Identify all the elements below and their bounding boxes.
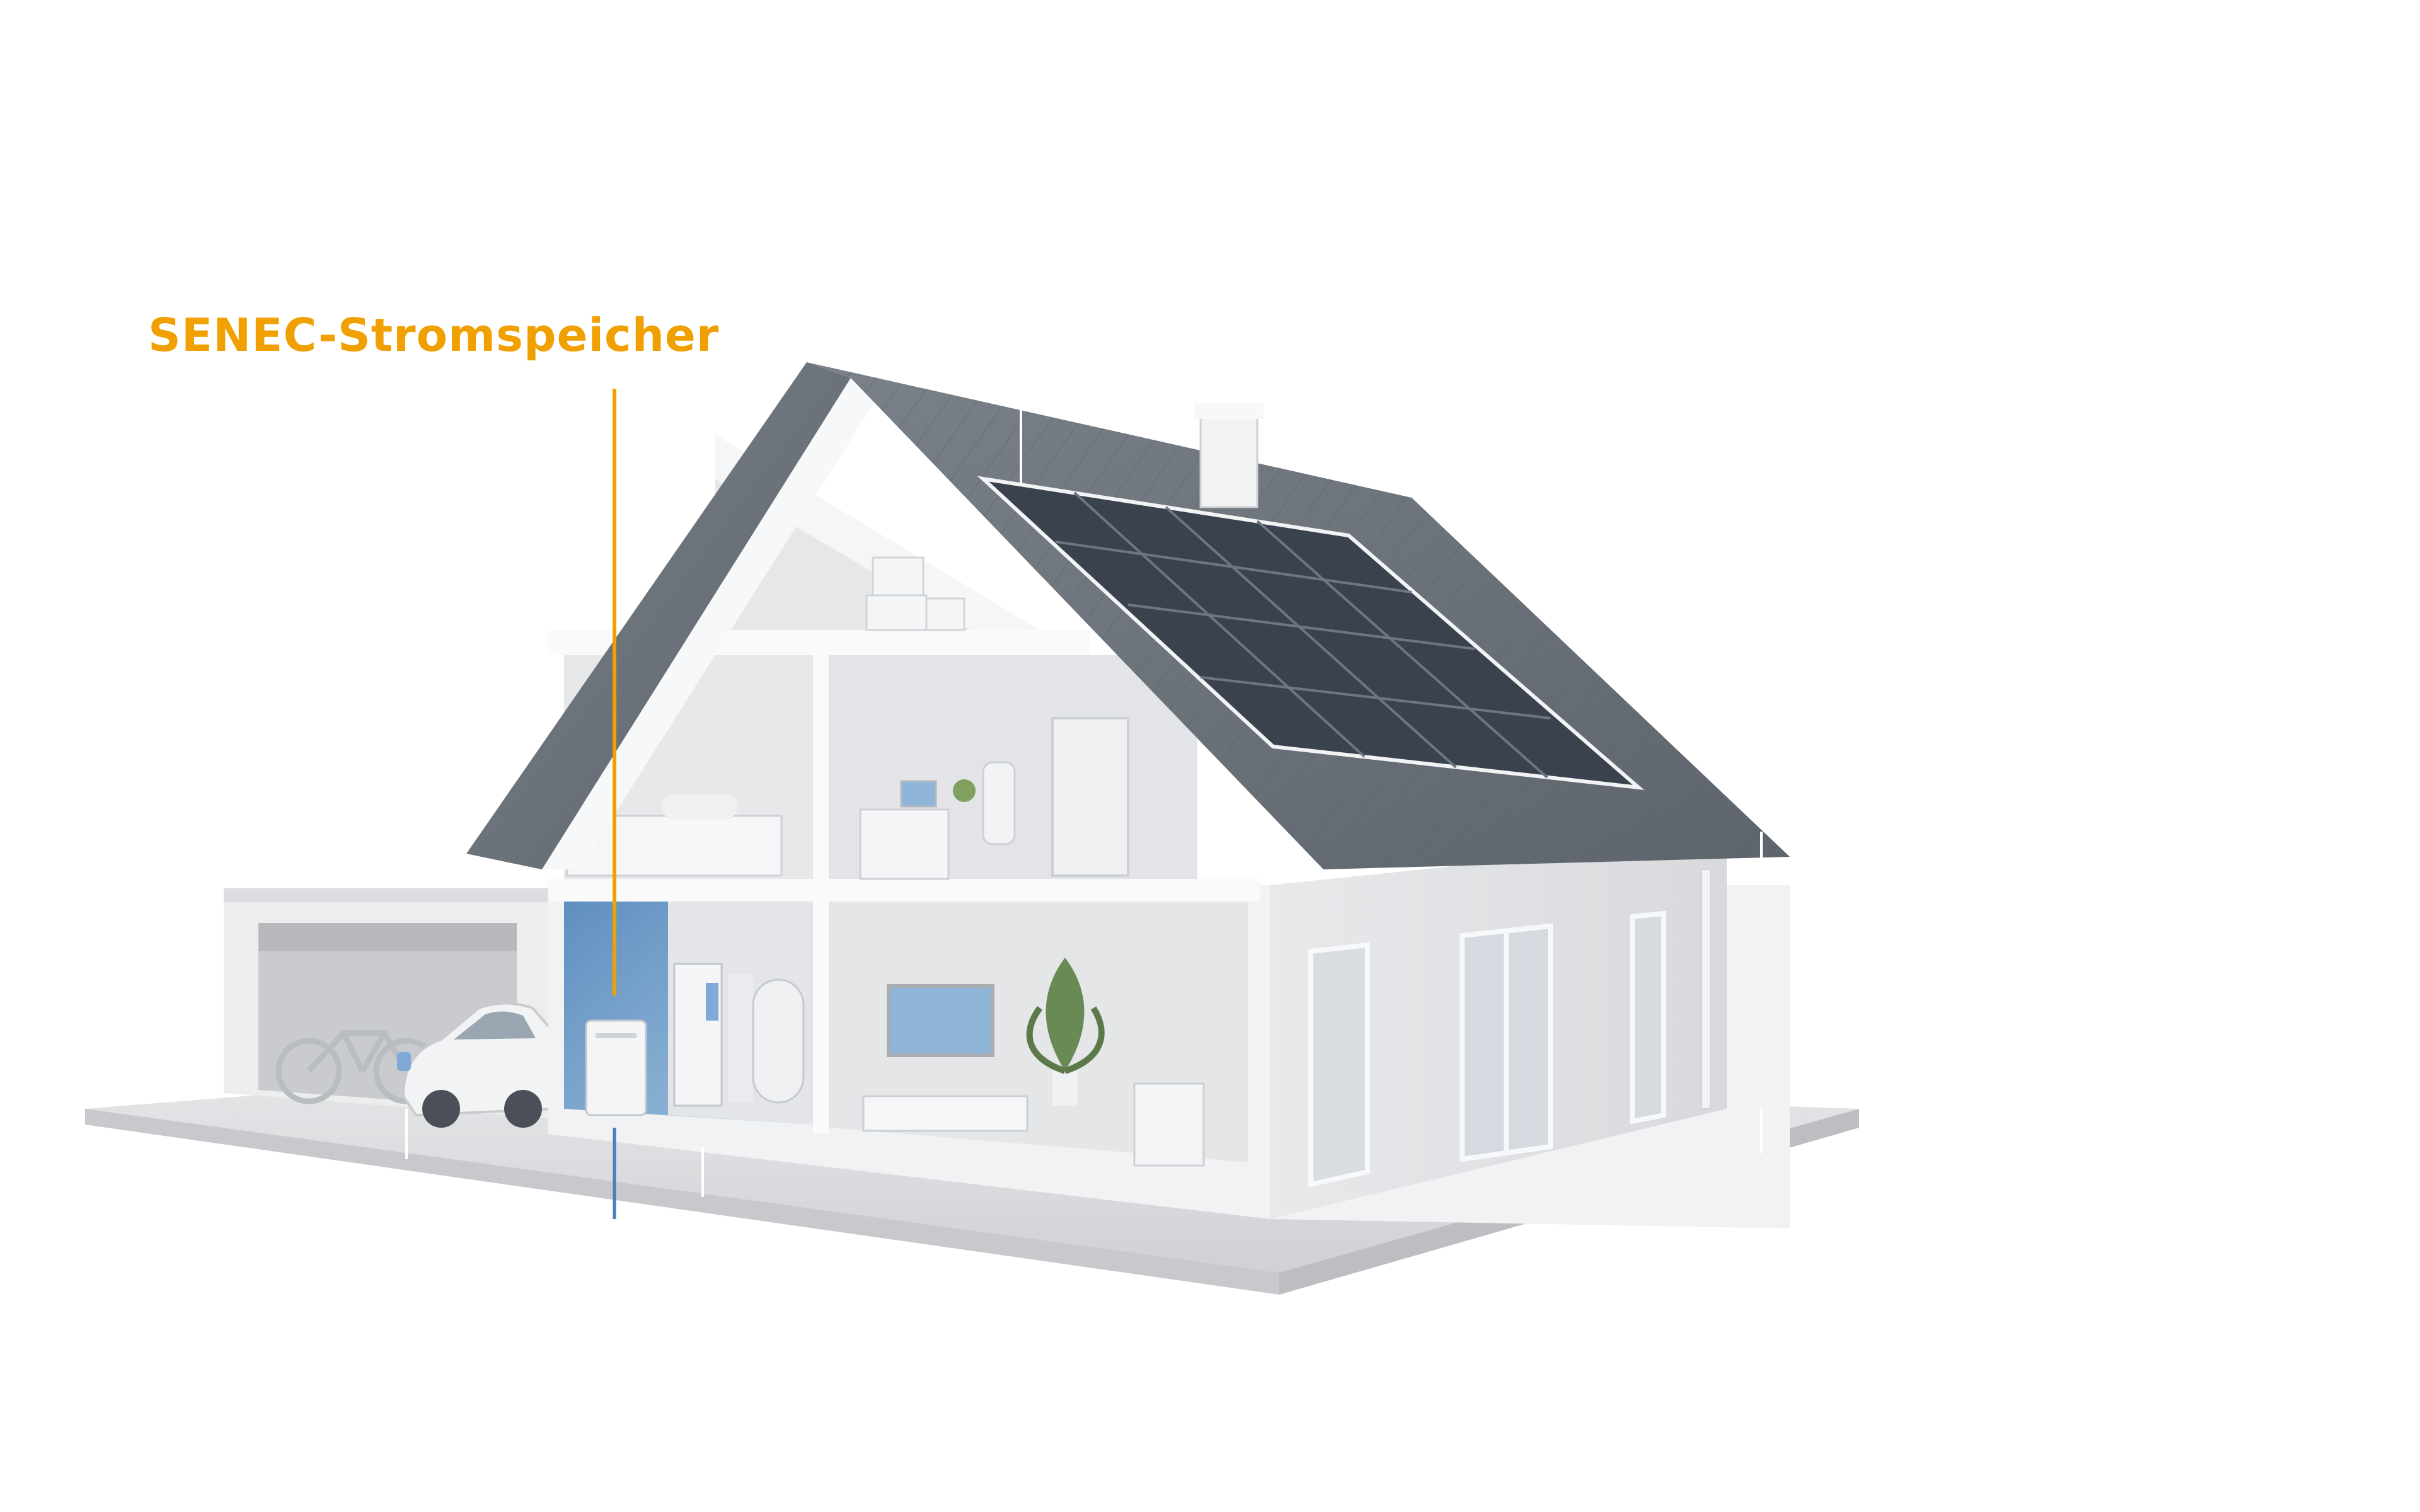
boiler-tank [752, 978, 805, 1104]
tv-icon [862, 984, 1028, 1132]
callout-label: SENEC-Stromspeicher [148, 309, 720, 362]
inverter-unit [673, 963, 753, 1107]
sofa-icon [1133, 1082, 1205, 1167]
electric-car-icon [397, 1002, 556, 1128]
attic-boxes [865, 556, 965, 631]
gable-trim [542, 378, 876, 869]
roof-left-slope [466, 362, 851, 869]
solar-panel-icon [977, 476, 1645, 791]
battery-storage-icon [585, 1019, 647, 1116]
downpipe [1701, 869, 1711, 1109]
front-windows [1308, 910, 1666, 1188]
door-icon [1051, 717, 1129, 877]
chimney [1194, 403, 1264, 508]
ground-slab-front-edge [85, 1109, 1279, 1295]
desk-icon [859, 761, 1016, 880]
plant-icon [1026, 958, 1105, 1106]
